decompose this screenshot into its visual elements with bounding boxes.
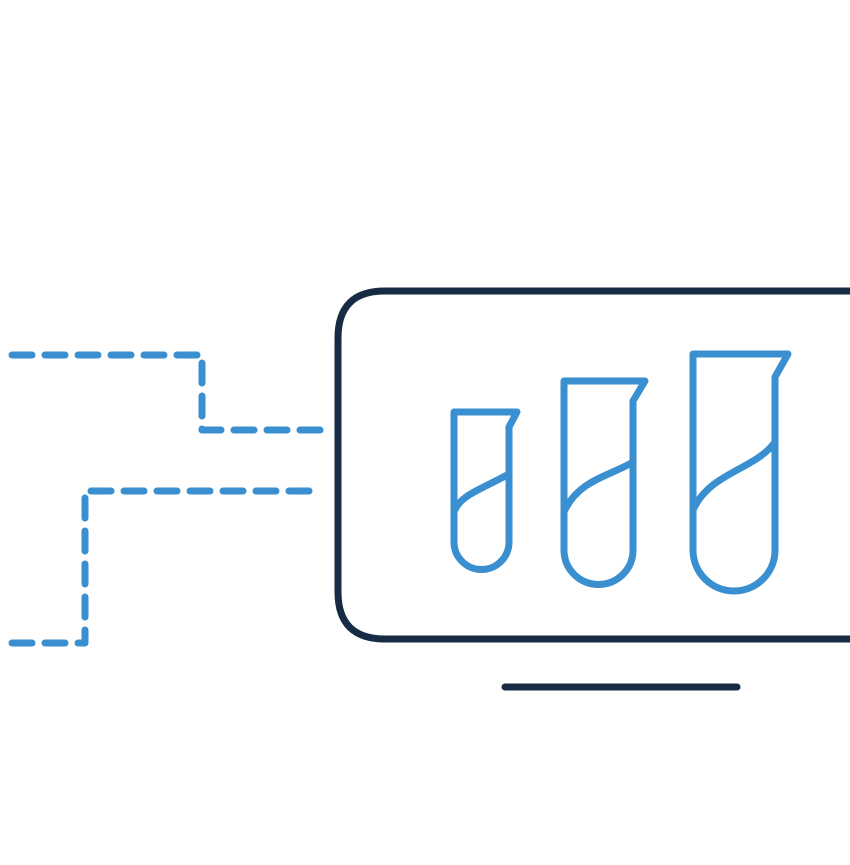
test-tube-medium-body xyxy=(560,377,649,588)
test-tube-small-liquid xyxy=(450,470,513,516)
dashed-connector-lower xyxy=(8,487,324,647)
dashed-connectors xyxy=(8,351,324,647)
test-tube-medium-liquid xyxy=(560,458,637,516)
test-tube-large-body xyxy=(689,350,792,595)
test-tube-icon xyxy=(560,377,649,588)
test-tube-small-body xyxy=(450,408,521,573)
monitor-screen-frame xyxy=(334,287,850,643)
dashed-connector-upper xyxy=(8,351,324,434)
test-tube-icon xyxy=(689,350,792,595)
test-tubes xyxy=(450,350,792,595)
monitor-icon xyxy=(334,287,850,691)
test-tube-large-liquid xyxy=(689,438,779,514)
test-tube-icon xyxy=(450,408,521,573)
